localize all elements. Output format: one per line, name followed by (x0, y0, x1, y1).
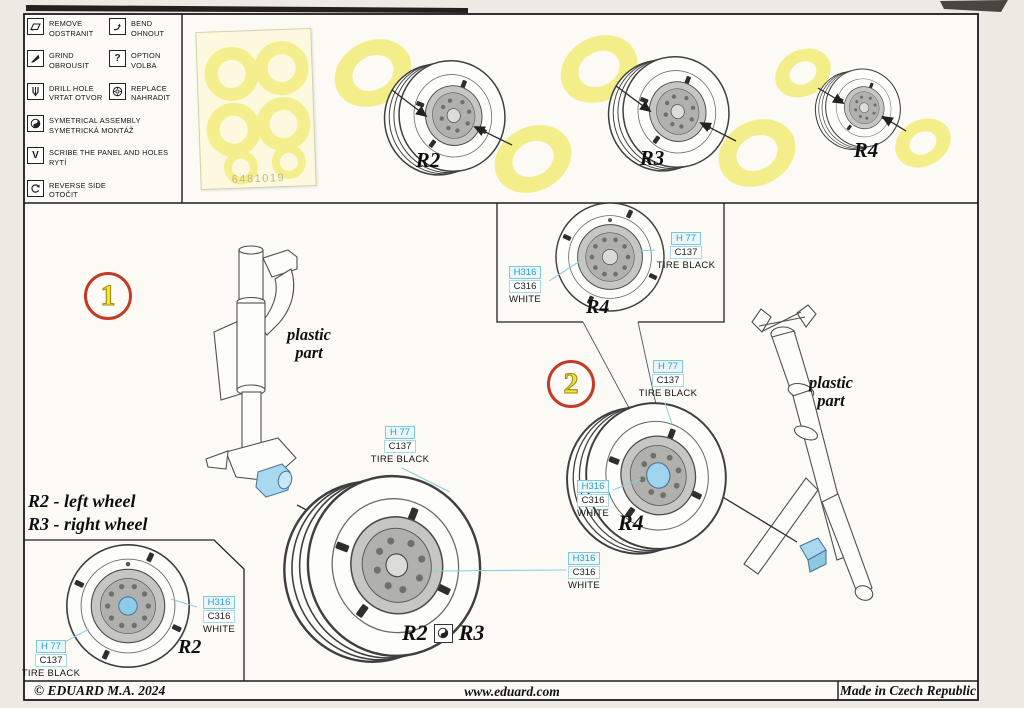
legend-label-cs: RYTÍ (49, 158, 67, 167)
symmetrical-assembly-note: R2 R3 (402, 620, 484, 646)
paint-callout-tire-black: H 77 C137 TIRE BLACK (632, 360, 704, 399)
option-icon: ? (109, 50, 126, 68)
plastic-part-note-step1: plastic part (287, 325, 331, 363)
step-1-number: 1 (100, 279, 116, 312)
drill-hole-icon (27, 82, 44, 100)
paint-name: TIRE BLACK (370, 454, 430, 465)
plastic-part-note-step2: plastic part (809, 373, 853, 411)
legend-label-cs: ODSTRANIT (49, 28, 94, 38)
mask-ring (253, 40, 310, 97)
paint-callout-tire-black: H 77 C137 TIRE BLACK (18, 640, 84, 679)
paint-code-c: C316 (567, 566, 601, 579)
legend-label-en: OPTION (131, 51, 161, 61)
paint-code-c: C316 (202, 610, 236, 623)
wheel-label-r4-step2: R4 (618, 510, 644, 535)
remove-icon (27, 18, 44, 35)
scan-artifact (940, 0, 1008, 12)
legend-label-en: REVERSE SIDE (49, 180, 107, 190)
legend-label-cs: OTOČIT (49, 190, 78, 200)
grind-icon (27, 50, 44, 68)
paint-callout-tire-black: H 77 C137 TIRE BLACK (650, 232, 722, 271)
legend-label-cs: OHNOUT (131, 28, 165, 38)
step-1-badge: 1 (84, 272, 132, 320)
paint-name: TIRE BLACK (638, 388, 698, 399)
mask-sheet: 6481019 (195, 28, 317, 190)
replace-icon (109, 82, 126, 100)
wheel-label-r2: R2 (415, 148, 441, 172)
paint-code-c: C316 (576, 494, 610, 507)
paint-callout-white: H316 C316 WHITE (556, 552, 612, 591)
legend-label-cs: VRTAT OTVOR (49, 93, 103, 103)
paint-name: WHITE (508, 294, 542, 305)
paint-code-c: C316 (508, 280, 542, 293)
legend-label-en: SYMETRICAL ASSEMBLY (49, 116, 141, 126)
footer-made-in: Made in Czech Republic (839, 683, 977, 698)
paint-name: WHITE (202, 624, 236, 635)
wheel-label-r2: R2 (402, 620, 428, 645)
paint-code-h: H316 (567, 552, 601, 565)
paint-name: TIRE BLACK (656, 260, 716, 271)
symmetrical-assembly-icon (27, 115, 44, 133)
paint-code-h: H316 (576, 480, 610, 493)
symmetrical-assembly-icon (433, 623, 453, 643)
paint-callout-white: H316 C316 WHITE (566, 480, 620, 519)
step-2-badge: 2 (547, 360, 595, 408)
paint-code-c: C137 (383, 440, 417, 453)
paint-callout-white: H316 C316 WHITE (192, 596, 246, 635)
legend-label-cs: NAHRADIT (131, 93, 171, 103)
wheel-label-r3: R3 (639, 146, 665, 170)
legend-label-en: SCRIBE THE PANEL AND HOLES (49, 148, 169, 158)
legend-label-cs: OBROUSIT (49, 60, 90, 70)
note-r3-right-wheel: R3 - right wheel (28, 514, 148, 535)
step-2-number: 2 (563, 367, 579, 400)
inset-bottom-label: R2 (178, 636, 202, 658)
paint-callout-white: H316 C316 WHITE (498, 266, 552, 305)
note-r2-left-wheel: R2 - left wheel (28, 491, 136, 511)
paint-code-h: H 77 (670, 232, 702, 245)
paint-code-c: C137 (651, 374, 685, 387)
inset-top-label: R4 (586, 296, 610, 318)
legend-label-en: DRILL HOLE (49, 83, 94, 93)
paint-code-h: H316 (508, 266, 542, 279)
wheel-label-r4: R4 (853, 138, 879, 162)
legend-label-en: BEND (131, 19, 153, 28)
legend-label-cs: SYMETRICKÁ MONTÁŽ (49, 125, 134, 135)
paint-name: TIRE BLACK (21, 668, 81, 679)
legend-label-en: REPLACE (131, 83, 167, 93)
legend-label-en: GRIND (49, 51, 74, 61)
legend-label-en: REMOVE (49, 19, 83, 28)
mask-ring (255, 96, 312, 152)
bend-icon (109, 18, 126, 35)
paint-callout-tire-black: H 77 C137 TIRE BLACK (368, 426, 432, 465)
mask-ring (203, 45, 260, 102)
legend-label-cs: VOLBA (131, 60, 157, 70)
paint-name: WHITE (567, 580, 601, 591)
paint-code-h: H316 (202, 596, 236, 609)
wheel-label-r3: R3 (458, 620, 485, 645)
paint-code-h: H 77 (384, 426, 416, 439)
wheel-usage-notes: R2 - left wheel R3 - right wheel (28, 490, 148, 537)
reverse-side-icon (27, 179, 44, 197)
mask-ring (205, 101, 262, 158)
paint-name: WHITE (576, 508, 610, 519)
scribe-icon: V (27, 147, 44, 165)
scan-artifact (26, 5, 468, 13)
paint-code-c: C137 (669, 246, 703, 259)
mask-sheet-part-number: 6481019 (231, 172, 286, 186)
paint-code-h: H 77 (652, 360, 684, 373)
paint-code-c: C137 (34, 654, 68, 667)
paint-code-h: H 77 (35, 640, 67, 653)
